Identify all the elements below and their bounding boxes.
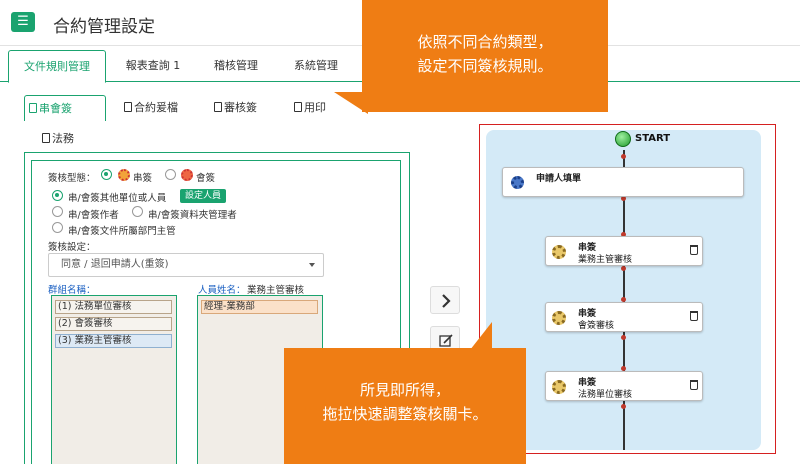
flow-designer [479,124,776,454]
subtab-label: 用印 [304,101,326,114]
set-person-button[interactable]: 設定人員 [180,189,226,203]
sign-setting-label: 簽核設定： [48,242,96,253]
serial-option-label: 串簽 [133,173,153,184]
gear-icon [552,245,566,259]
group-list-item[interactable]: (3) 業務主管審核 [55,334,172,348]
menu-button[interactable]: ☰ [11,12,35,32]
subtab-review-sign[interactable]: 審核簽 [210,95,280,121]
subtab-serial-counter[interactable]: 串會簽 [24,95,106,121]
connector-dot [621,232,626,237]
radio-serial[interactable] [101,169,112,180]
counter-option-label: 會簽 [196,173,216,184]
subtab-label: 審核簽 [224,101,257,114]
document-icon [29,103,37,113]
subtab-seal[interactable]: 用印 [290,95,340,121]
start-label: START [635,133,671,144]
connector-dot [621,297,626,302]
flow-card-subtitle: 法務單位審核 [578,390,633,400]
group-list-item[interactable]: (1) 法務單位審核 [55,300,172,314]
person-name-label: 人員姓名： [198,285,246,296]
callout-pointer [470,322,492,350]
radio-folder-admin[interactable] [132,206,143,217]
callout-pointer [334,92,368,114]
tab-audit-management[interactable]: 稽核管理 [214,59,258,72]
document-icon [294,102,302,112]
trash-icon[interactable] [690,380,698,390]
option-other-unit-label: 串/會簽其他單位或人員 [68,193,167,204]
trash-icon[interactable] [690,311,698,321]
counter-stamp-icon [181,169,193,181]
tab-system-management[interactable]: 系統管理 [294,59,338,72]
sign-type-label: 簽核型態： [48,173,96,184]
callout-line: 設定不同簽核規則。 [417,57,553,75]
gear-icon [511,176,524,189]
flow-card-title: 串簽 [578,378,597,388]
connector-dot [621,154,626,159]
connector-dot [621,335,626,340]
connector-dot [621,266,626,271]
tab-report-query[interactable]: 報表查詢 1 [125,59,181,72]
group-list-item[interactable]: (2) 會簽審核 [55,317,172,331]
option-author-label: 串/會簽作者 [68,210,119,221]
document-icon [214,102,222,112]
trash-icon[interactable] [690,245,698,255]
document-icon [42,133,50,143]
radio-author[interactable] [52,206,63,217]
flow-card-step[interactable]: 串簽 業務主管審核 [545,236,703,266]
group-list: (1) 法務單位審核 (2) 會簽審核 (3) 業務主管審核 [51,295,177,464]
flow-card-subtitle: 業務主管審核 [578,255,633,265]
callout-wysiwyg: 所見即所得， 拖拉快速調整簽核關卡。 [284,348,526,464]
callout-line: 依照不同合約類型， [417,33,553,51]
connector-dot [621,404,626,409]
subtab-contract-archive[interactable]: 合約爰檔 [120,95,200,121]
gear-icon [552,311,566,325]
chevron-right-icon [442,294,451,308]
group-name-label: 群組名稱： [48,285,96,296]
subtab-label: 法務 [52,132,74,145]
subtab-label: 串會簽 [39,102,72,115]
person-name-value: 業務主管審核 [247,285,305,296]
flow-card-step[interactable]: 串簽 法務單位審核 [545,371,703,401]
move-right-button[interactable] [430,286,460,314]
flow-card-title: 申請人填單 [536,174,582,184]
edit-icon [439,334,453,347]
main-tabs: 文件規則管理 報表查詢 1 稽核管理 系統管理 [0,50,800,83]
start-node-icon[interactable] [615,131,631,147]
subtab-label: 合約爰檔 [134,101,178,114]
opinion-select[interactable]: 同意 / 退回申請人(重簽) [48,253,324,277]
option-dept-head-label: 串/會簽文件所屬部門主管 [68,226,176,237]
flow-card-title: 串簽 [578,309,597,319]
flow-card-subtitle: 會簽審核 [578,321,615,331]
subtab-legal[interactable]: 法務 [38,126,88,152]
radio-counter[interactable] [165,169,176,180]
tab-document-rules[interactable]: 文件規則管理 [8,50,106,83]
chevron-down-icon [309,263,315,267]
opinion-select-value: 同意 / 退回申請人(重簽) [61,259,169,270]
callout-rules: 依照不同合約類型， 設定不同簽核規則。 [362,0,608,112]
option-folder-admin-label: 串/會簽資料夾管理者 [148,210,237,221]
radio-other-unit[interactable] [52,190,63,201]
document-icon [124,102,132,112]
flow-card-applicant[interactable]: 申請人填單 [502,167,744,197]
callout-line: 所見即所得， [359,381,450,399]
flow-card-title: 串簽 [578,243,597,253]
connector-dot [621,196,626,201]
person-list-item[interactable]: 經理-業務部 [201,300,318,314]
connector-dot [621,366,626,371]
callout-line: 拖拉快速調整簽核關卡。 [322,405,488,423]
flow-card-step[interactable]: 串簽 會簽審核 [545,302,703,332]
radio-dept-head[interactable] [52,222,63,233]
page-title: 合約管理設定 [53,17,155,37]
gear-icon [552,380,566,394]
serial-gear-icon [118,169,130,181]
